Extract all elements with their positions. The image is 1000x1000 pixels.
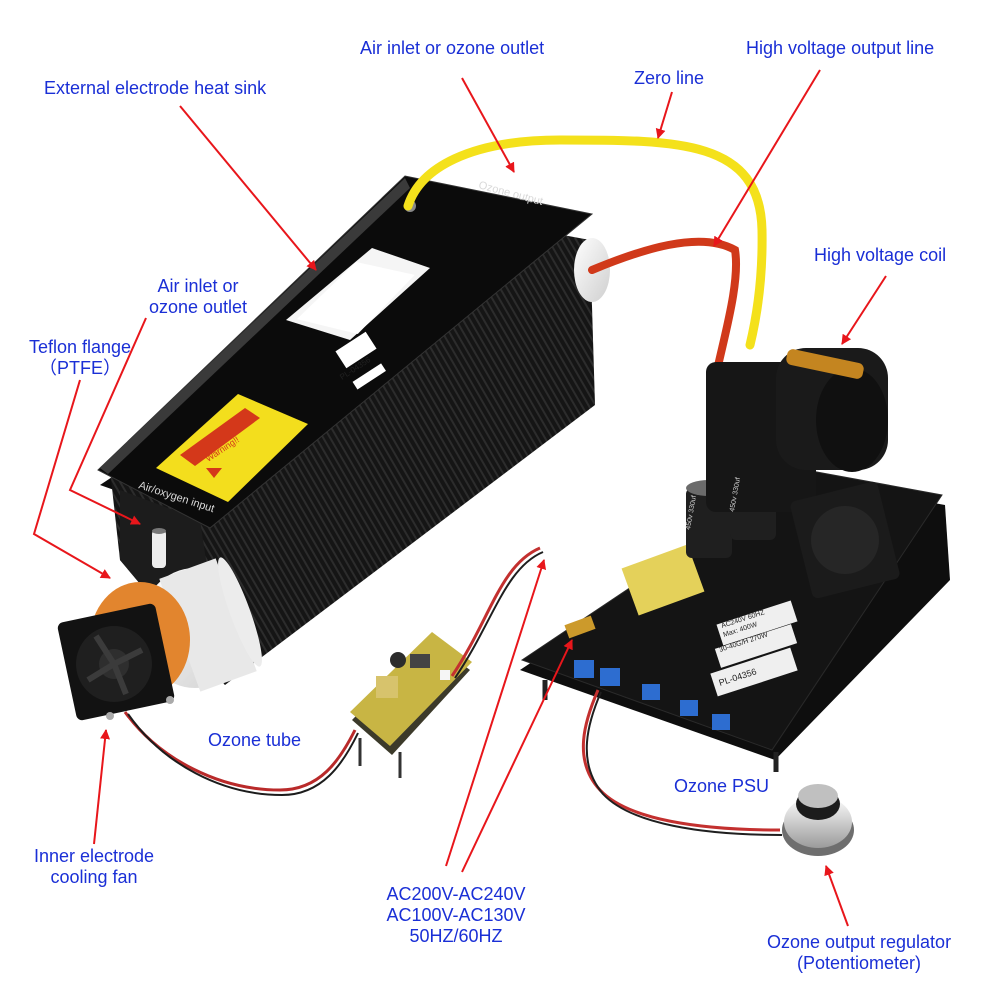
label-teflon-flange-line-1: Teflon flange: [28, 337, 132, 357]
label-ac-input: AC200V-AC240V AC100V-AC130V 50HZ/60HZ: [356, 884, 556, 947]
label-hv-output-line: High voltage output line: [746, 38, 935, 58]
label-teflon-flange: Teflon flange （PTFE）: [10, 337, 150, 379]
label-air-inlet-left-line-1: Air inlet or: [157, 276, 239, 296]
teflon-nozzle: [152, 530, 166, 568]
arrow-heat-sink: [179, 105, 317, 271]
label-regulator: Ozone output regulator (Potentiometer): [740, 932, 978, 974]
high-voltage-coil: [706, 348, 888, 512]
label-hv-coil: High voltage coil: [814, 245, 947, 265]
label-cooling-fan-line-2: cooling fan: [50, 867, 138, 887]
arrow-hv-output-line: [713, 69, 821, 247]
arrow-regulator: [824, 865, 849, 927]
heat-sink: [97, 175, 595, 685]
inner-electrode-cooling-fan: [57, 603, 175, 721]
label-ac-input-line-1: AC200V-AC240V: [386, 884, 526, 904]
ozone-psu: [520, 348, 950, 772]
arrow-zero-line: [655, 91, 673, 139]
label-zero-line: Zero line: [634, 68, 705, 88]
pointer-arrows: [32, 69, 887, 927]
arrow-ac-input-psu: [461, 639, 573, 873]
arrow-air-inlet-top: [461, 77, 515, 173]
arrow-hv-coil: [841, 275, 887, 345]
arrow-ac-input-small: [445, 559, 547, 867]
arrow-teflon-flange: [32, 379, 111, 579]
label-air-inlet-left-line-2: ozone outlet: [148, 297, 248, 317]
label-ac-input-line-3: 50HZ/60HZ: [409, 926, 503, 946]
zero-line-wire: [403, 135, 767, 350]
label-air-inlet-top: Air inlet or ozone outlet: [360, 38, 545, 58]
label-ozone-tube: Ozone tube: [208, 730, 302, 750]
arrow-cooling-fan: [93, 729, 111, 845]
small-power-board: [350, 632, 472, 778]
ozone-output-regulator: [782, 784, 854, 856]
label-regulator-line-1: Ozone output regulator: [766, 932, 952, 952]
label-cooling-fan: Inner electrode cooling fan: [14, 846, 174, 888]
label-air-inlet-left: Air inlet or ozone outlet: [128, 276, 268, 318]
label-ozone-psu: Ozone PSU: [674, 776, 770, 796]
label-regulator-line-2: (Potentiometer): [796, 953, 922, 973]
label-heat-sink: External electrode heat sink: [44, 78, 267, 98]
hv-output-wire: [588, 237, 740, 370]
label-ac-input-line-2: AC100V-AC130V: [386, 905, 526, 925]
arrow-air-inlet-left: [68, 317, 147, 525]
label-teflon-flange-line-2: （PTFE）: [38, 358, 121, 378]
label-cooling-fan-line-1: Inner electrode: [33, 846, 155, 866]
